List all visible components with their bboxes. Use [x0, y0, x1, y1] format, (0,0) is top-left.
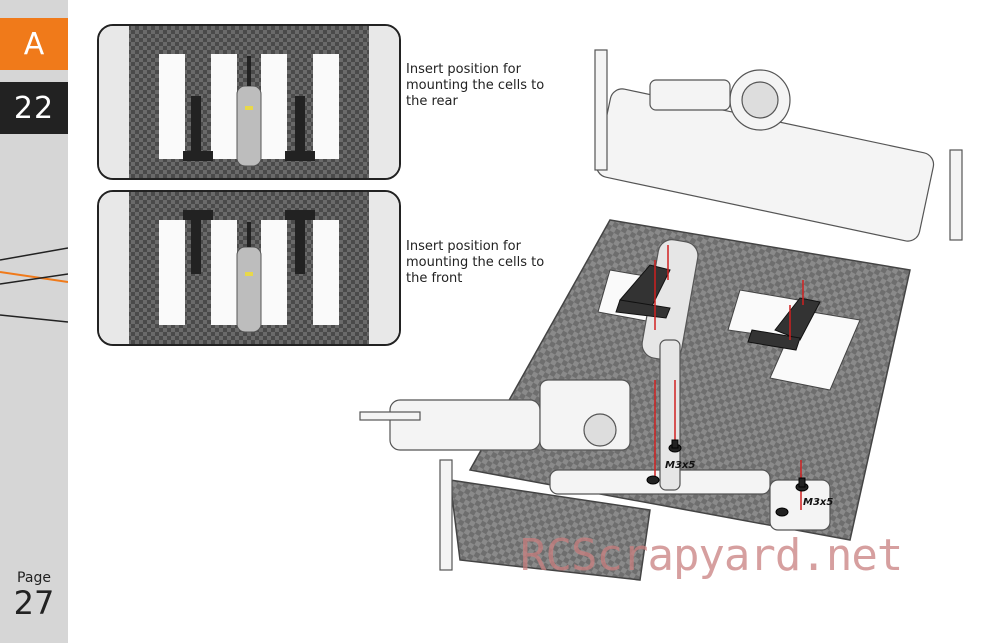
page-label: Page: [17, 570, 51, 586]
watermark: RCScrapyard.net: [520, 530, 903, 581]
screw-label: M3x5: [803, 497, 834, 508]
sidebar: A 22 Page 27: [0, 0, 68, 643]
step-number: 22: [0, 82, 68, 134]
page-number: 27: [13, 584, 55, 622]
photo-front-position: [97, 190, 401, 346]
chassis-diagram: [359, 49, 963, 581]
screw-label: M3x5: [665, 460, 696, 471]
decorative-lines: [0, 247, 68, 323]
photo-rear-position: [97, 24, 401, 180]
caption-front: Insert position for mounting the cells t…: [406, 239, 545, 286]
section-letter: A: [0, 18, 68, 70]
caption-rear: Insert position for mounting the cells t…: [406, 62, 545, 109]
